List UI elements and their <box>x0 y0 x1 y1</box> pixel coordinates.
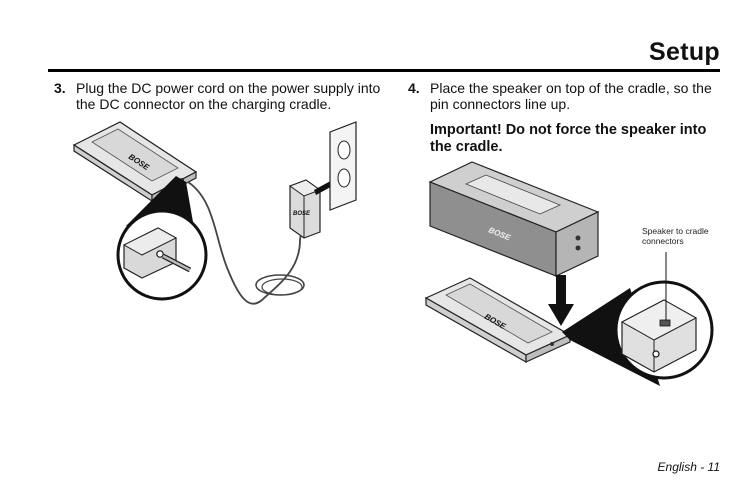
zoom-circle-dc-connector <box>116 209 208 301</box>
zoom-circle-pin-connectors <box>614 280 714 380</box>
callout-label: Speaker to cradle connectors <box>642 226 709 246</box>
step-4-text: Place the speaker on top of the cradle, … <box>430 80 712 112</box>
place-down-arrow <box>548 275 574 326</box>
step-3-text: Plug the DC power cord on the power supp… <box>76 80 381 112</box>
power-supply-illustration: BOSE <box>288 179 322 239</box>
wall-outlet-illustration <box>329 121 357 211</box>
section-title: Setup <box>649 38 720 66</box>
step-4-number: 4. <box>408 80 420 96</box>
step-3-number: 3. <box>54 80 66 96</box>
page-footer: English - 11 <box>657 460 720 474</box>
cradle-with-speaker-illustration: BOSE <box>424 277 572 364</box>
dc-cable <box>187 181 303 305</box>
header-rule <box>48 69 720 72</box>
power-supply-logo: BOSE <box>293 211 311 217</box>
speaker-illustration: BOSE <box>428 161 600 277</box>
important-note: Important! Do not force the speaker into… <box>430 122 707 155</box>
